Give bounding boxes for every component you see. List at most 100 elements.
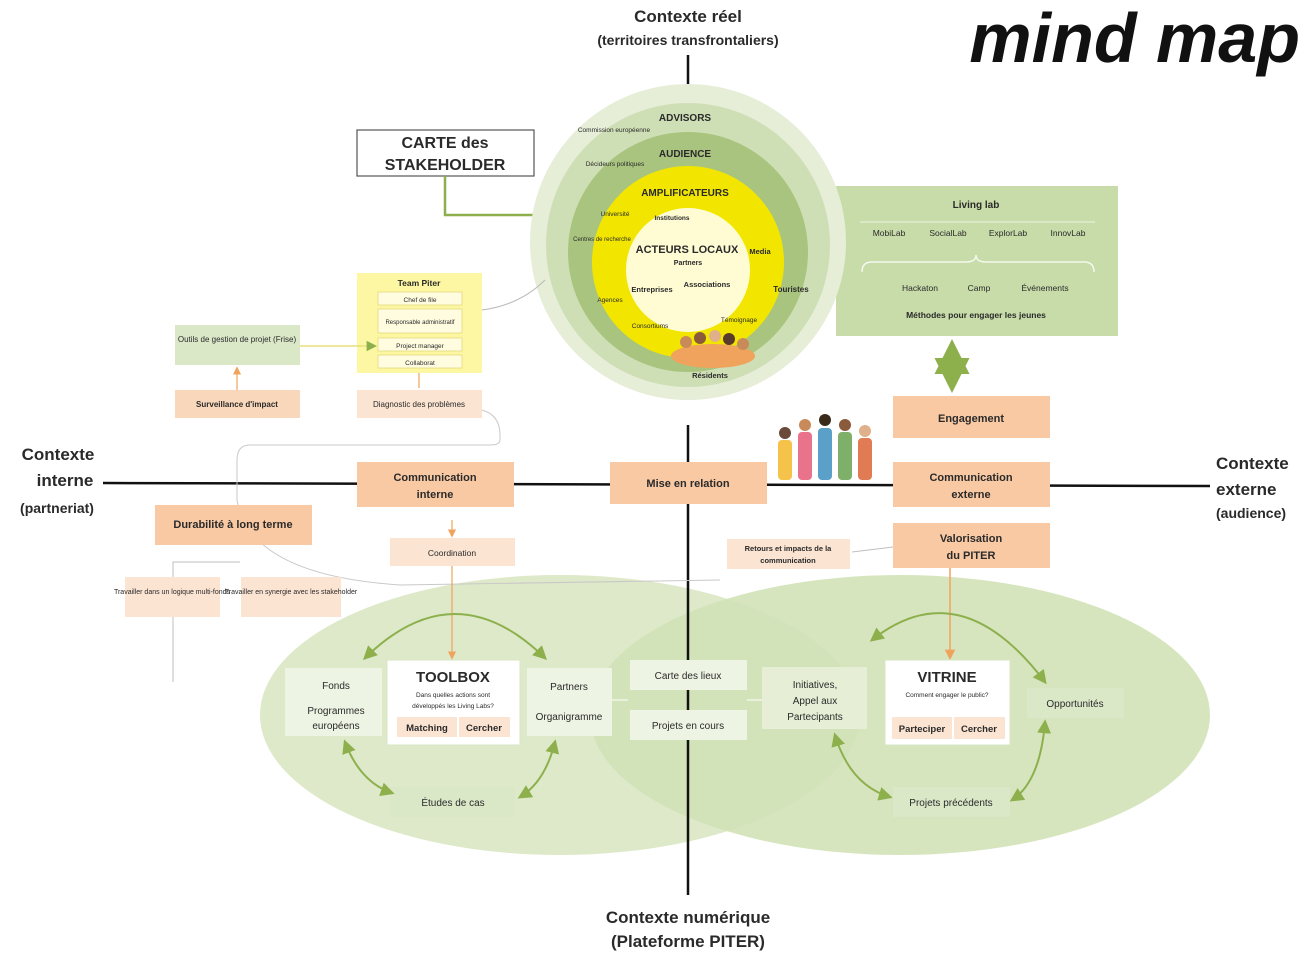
surveillance-box (175, 390, 300, 418)
valorisation-line1: Valorisation (940, 533, 1003, 545)
living-lab-item-1: MobiLab (873, 228, 906, 238)
programmes-line2: européens (312, 721, 359, 732)
surveillance-text: Surveillance d'impact (196, 400, 278, 409)
retours-line2: communication (760, 556, 816, 565)
axis-left-line2: interne (37, 471, 94, 490)
ring-acteurs-label: ACTEURS LOCAUX (636, 244, 739, 256)
toolbox-arrow-left (342, 739, 395, 796)
living-lab-event-3: Événements (1021, 283, 1068, 293)
axis-bottom-line2: (Plateforme PITER) (611, 932, 765, 951)
ring-agences: Agences (597, 297, 623, 304)
vitrine-cercher-label: Cercher (961, 724, 997, 735)
carte-lieux-box (630, 660, 747, 690)
axis-bottom-line1: Contexte numérique (606, 908, 770, 927)
team-circle-connector (481, 279, 546, 311)
toolbox-matching-button (397, 717, 457, 737)
valorisation-box (893, 523, 1050, 568)
ring-decideurs: Décideurs politiques (586, 161, 645, 168)
ring-advisors-label: ADVISORS (659, 113, 712, 124)
programmes-line1: Programmes (307, 706, 364, 717)
fonds-text: Fonds (322, 681, 350, 692)
diagnostic-box (357, 390, 482, 418)
title-text: mind map (969, 0, 1300, 77)
team-role-4: Collaborat (405, 360, 435, 367)
people-illustration (778, 414, 872, 480)
coordination-box (390, 538, 515, 566)
ring-audience-label: AUDIENCE (659, 149, 712, 160)
valorisation-to-retours (851, 546, 894, 553)
axis-right-line3: (audience) (1216, 505, 1286, 521)
projets-cours-text: Projets en cours (652, 721, 724, 732)
projets-precedents-box (893, 787, 1010, 817)
ring-residents: Résidents (692, 371, 728, 380)
toolbox-cercher-button (459, 717, 510, 737)
living-lab-brace (861, 254, 1095, 273)
toolbox-matching-label: Matching (406, 723, 448, 734)
ring-temoignage: Témoignage (721, 317, 758, 324)
toolbox-organigramme: Organigramme (536, 712, 603, 723)
comm-interne-line1: Communication (393, 472, 476, 484)
carte-lieux-text: Carte des lieux (655, 671, 722, 682)
partners-org-box (527, 668, 612, 736)
opportunites-box (1027, 688, 1124, 718)
ring-associations: Associations (684, 280, 731, 289)
team-piter-title: Team Piter (398, 278, 442, 288)
toolbox-cercher-label: Cercher (466, 723, 502, 734)
flow-curve (236, 409, 721, 586)
ring-consortiums: Consortiums (632, 323, 669, 330)
residents-illustration (671, 330, 755, 368)
living-lab-methods: Méthodes pour engager les jeunes (906, 310, 1046, 320)
projets-cours-box (630, 710, 747, 740)
ring-centres: Centres de recherche (573, 237, 631, 243)
initiatives-line2: Appel aux (793, 696, 837, 707)
ring-amplificateurs-label: AMPLIFICATEURS (641, 188, 729, 199)
vitrine-parteciper-button (892, 717, 952, 739)
stakeholder-line2: STAKEHOLDER (385, 157, 506, 174)
team-role-1: Chef de file (404, 297, 437, 304)
team-role-box-4 (377, 354, 463, 369)
initiatives-box (762, 667, 867, 729)
travailler1-text: Travailler dans un logique multi-fonds (114, 589, 231, 596)
ring-partners: Partners (674, 260, 703, 267)
axis-left-line1: Contexte (22, 445, 95, 464)
vitrine-opportunites: Opportunités (1046, 699, 1103, 710)
vitrine-projets-precedents: Projets précédents (909, 798, 992, 809)
axis-right-line1: Contexte (1216, 454, 1289, 473)
retours-box (727, 539, 850, 569)
comm-interne-line2: interne (417, 489, 454, 501)
team-role-2: Responsable administratif (385, 320, 454, 326)
team-role-box-3 (377, 337, 463, 352)
comm-externe-line1: Communication (929, 472, 1012, 484)
travailler2-text: Travailler en synergie avec les stakehol… (225, 589, 358, 596)
initiatives-line3: Partecipants (787, 712, 843, 723)
travailler-connector (172, 561, 240, 682)
fonds-box (285, 668, 382, 736)
team-role-3: Project manager (396, 343, 445, 350)
toolbox-title: TOOLBOX (416, 669, 490, 686)
travailler2-box (241, 577, 341, 617)
coordination-text: Coordination (428, 548, 476, 558)
team-role-box-1 (377, 291, 463, 306)
axis-top-line1: Contexte réel (634, 7, 742, 26)
retours-line1: Retours et impacts de la (745, 544, 833, 553)
team-role-box-2 (377, 308, 463, 334)
ring-universite: Université (601, 211, 630, 218)
vitrine-question: Comment engager le public? (905, 692, 988, 699)
mise-en-relation-box (610, 462, 767, 504)
ring-acteurs (626, 208, 750, 332)
vitrine-arrow-right (1009, 719, 1052, 802)
living-lab-event-1: Hackaton (902, 283, 938, 293)
axis-top-line2: (territoires transfrontaliers) (597, 32, 778, 48)
initiatives-line1: Initiatives, (793, 680, 837, 691)
vitrine-cercher-button (954, 717, 1005, 739)
outils-box (175, 325, 300, 365)
toolbox-question-1: Dans quelles actions sont (416, 692, 490, 699)
ring-institutions: Institutions (654, 215, 689, 222)
toolbox-arrow-right (517, 739, 560, 799)
outils-text: Outils de gestion de projet (Frise) (178, 335, 297, 344)
ring-commission: Commission européenne (578, 127, 651, 134)
stakeholder-card (356, 129, 535, 177)
valorisation-line2: du PITER (947, 550, 996, 562)
